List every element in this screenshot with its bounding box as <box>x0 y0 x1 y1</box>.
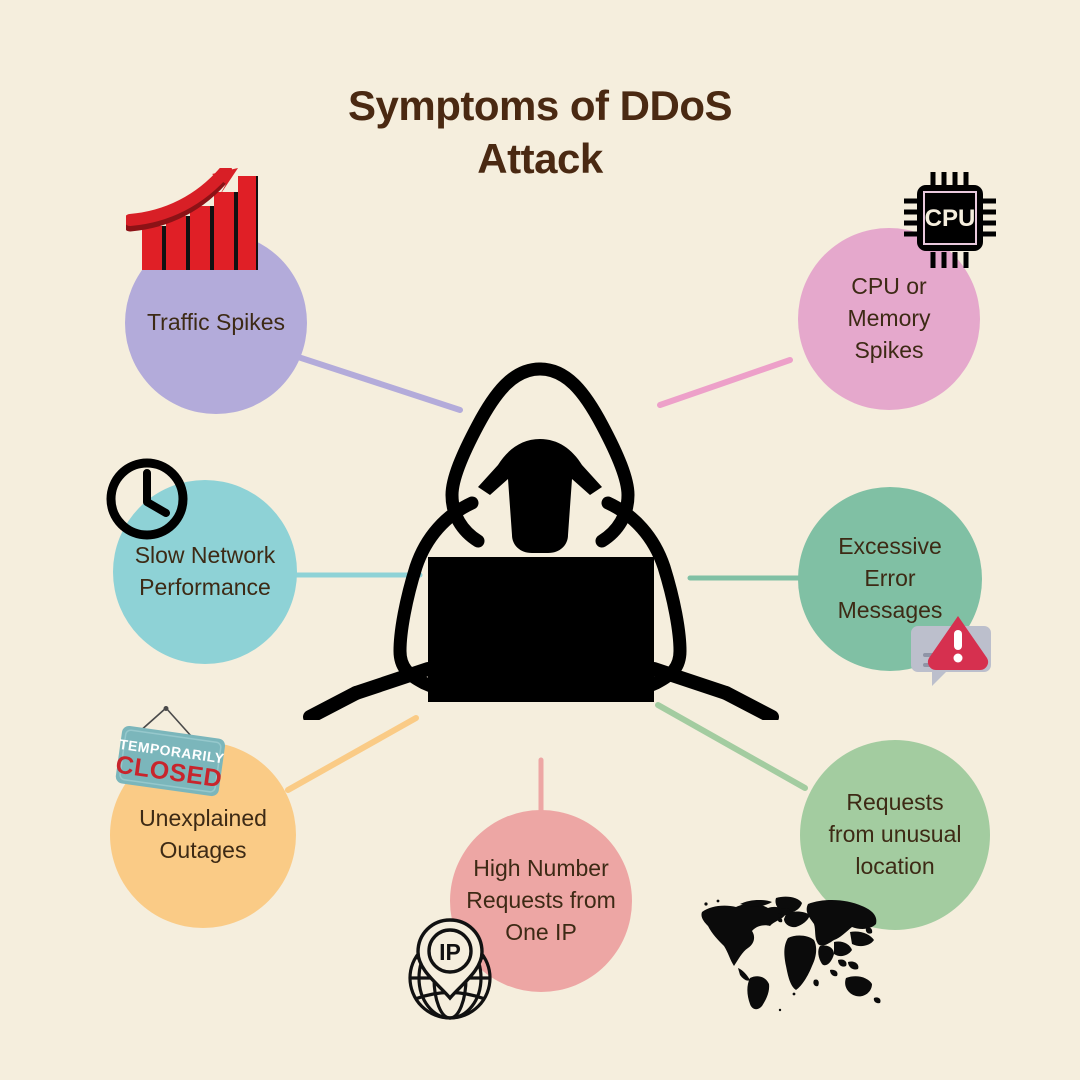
node-label-outage: Unexplained Outages <box>139 805 267 863</box>
page-title-line-1: Symptoms of DDoS <box>347 82 733 129</box>
warning-message-bubble-icon <box>911 616 991 686</box>
hooded-hacker-at-laptop-icon <box>303 362 779 720</box>
node-cpu-memory-spikes[interactable]: CPU or Memory Spikes <box>798 228 980 410</box>
clock-icon <box>106 458 188 540</box>
world-map-icon <box>701 896 881 1012</box>
node-requests-unusual-location[interactable]: Requests from unusual location <box>800 740 990 930</box>
cpu-chip-label: CPU <box>925 205 976 232</box>
node-label-slow: Slow Network Performance <box>134 542 276 600</box>
page-title-line-2: Attack <box>477 134 603 182</box>
cpu-chip-icon: CPU <box>904 172 996 268</box>
page-title: Symptoms of DDoS Attack <box>0 80 1080 185</box>
rising-bar-chart-arrow-icon <box>126 168 258 270</box>
node-label-ip: High Number Requests from One IP <box>466 855 616 945</box>
ip-globe-pin-icon: IP <box>408 918 492 1020</box>
ip-pin-label: IP <box>439 939 461 965</box>
node-label-traffic: Traffic Spikes <box>146 309 286 336</box>
connector-outage <box>285 715 419 793</box>
node-label-location: Requests from unusual location <box>828 789 962 879</box>
node-label-error: Excessive Error Messages <box>837 533 943 623</box>
node-slow-network-performance[interactable]: Slow Network Performance <box>113 480 297 664</box>
node-label-cpu: CPU or Memory Spikes <box>847 273 931 363</box>
temporarily-closed-sign-icon: TEMPORARILY CLOSED <box>114 706 226 797</box>
